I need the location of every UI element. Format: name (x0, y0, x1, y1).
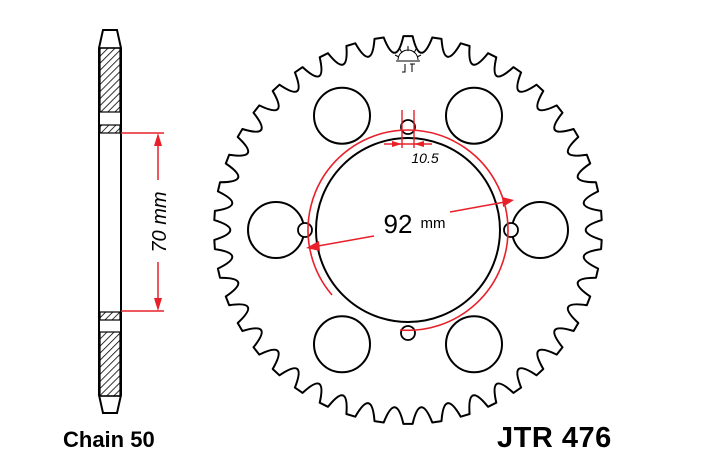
logo-ray (413, 48, 417, 54)
bolt-circle-arc-lower (399, 229, 509, 332)
hole-arrow-right (414, 141, 424, 147)
hole-arrow-left (392, 141, 402, 147)
profile-hatch-mid-bottom (99, 311, 121, 321)
height-label: 70 mm (149, 191, 171, 252)
mounting-hole (445, 86, 503, 145)
mounting-hole (511, 201, 569, 259)
mounting-hole (247, 201, 305, 259)
profile-hatch-mid-top (99, 124, 121, 134)
logo-ray (399, 48, 403, 54)
mounting-hole (313, 86, 371, 145)
bore-dimension-line-right (449, 201, 506, 213)
bolt-circle-arc (307, 129, 509, 296)
bolt-hole (297, 222, 313, 238)
profile-hatch-top (99, 47, 121, 113)
height-dimension (121, 132, 164, 312)
arrow-left (306, 241, 320, 251)
bolt-hole (400, 119, 416, 135)
arrow-bottom (154, 298, 162, 311)
bore-dimension: 92 mm (306, 197, 514, 251)
logo-ray (394, 54, 400, 58)
part-number-label: JTR 476 (497, 422, 612, 454)
front-view: 92 mm 10.5 (213, 35, 603, 425)
bore-unit: mm (421, 215, 446, 232)
arrow-right (502, 197, 514, 207)
hole-label: 10.5 (411, 150, 438, 166)
center-bore (315, 137, 501, 323)
bolt-hole (503, 222, 519, 238)
arrow-top (154, 133, 162, 146)
mounting-hole (313, 315, 371, 374)
bore-dimension-line-left (317, 235, 375, 247)
profile-hatch-bottom (99, 331, 121, 397)
side-profile: 70 mm (98, 29, 171, 414)
mounting-holes (247, 86, 569, 374)
logo-ray (416, 54, 422, 58)
hole-dimension (384, 110, 432, 148)
bore-label: 92 (384, 209, 413, 239)
jt-sprockets-logo (394, 46, 422, 73)
chain-size-label: Chain 50 (63, 427, 155, 452)
bolt-hole (400, 325, 416, 341)
logo-j (402, 64, 406, 73)
logo-t (410, 63, 415, 72)
mounting-hole (445, 315, 503, 374)
